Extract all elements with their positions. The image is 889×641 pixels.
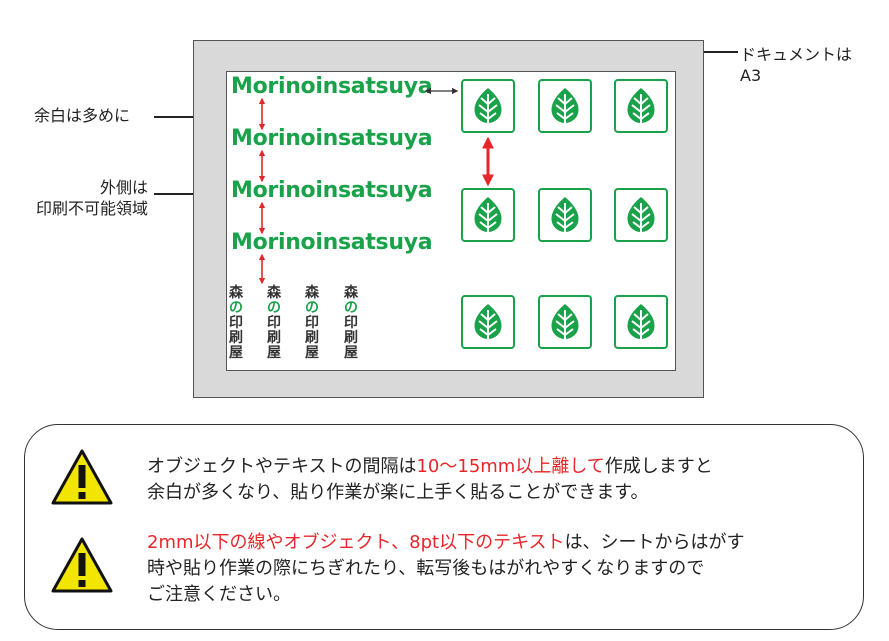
outer-area-leader-line (154, 193, 206, 195)
vertical-label-3: 森の印刷屋 (305, 285, 319, 361)
leaf-tile (614, 79, 668, 133)
wordmark-1: Morinoinsatsuya (231, 74, 433, 99)
leaf-tile (538, 188, 592, 242)
warning-icon (51, 537, 113, 593)
printable-area (226, 71, 676, 371)
notice-2: 2mm以下の線やオブジェクト、8pt以下のテキストは、シートからはがす 時や貼り… (147, 530, 745, 608)
vertical-label-2: 森の印刷屋 (267, 285, 281, 361)
leaf-icon (474, 88, 502, 124)
notice-box (24, 424, 864, 630)
margin-label: 余白は多めに (34, 106, 131, 125)
notice-1-line-1: オブジェクトやテキストの間隔は10〜15mm以上離して作成しますと (147, 456, 713, 477)
document-leader-line (702, 51, 738, 53)
leaf-tile (538, 79, 592, 133)
leaf-tile (461, 295, 515, 349)
document-size-label: ドキュメントは A3 (740, 45, 853, 85)
notice-1-line-2: 余白が多くなり、貼り作業が楽に上手く貼ることができます。 (147, 482, 649, 503)
notice-2-line-2: 時や貼り作業の際にちぎれたり、転写後もはがれやすくなりますので (147, 558, 705, 579)
leaf-tile (614, 188, 668, 242)
leaf-icon (627, 88, 655, 124)
leaf-tile (461, 79, 515, 133)
notice-2-line-3: ご注意ください。 (147, 584, 291, 605)
warning-icon (51, 449, 113, 505)
leaf-tile (461, 188, 515, 242)
notice-2-line-1: 2mm以下の線やオブジェクト、8pt以下のテキストは、シートからはがす (147, 532, 745, 553)
leaf-icon (551, 88, 579, 124)
spacing-arrows (258, 87, 494, 285)
leaf-icon (551, 304, 579, 340)
leaf-icon (551, 197, 579, 233)
outer-area-label: 外側は 印刷不可能領域 (35, 178, 148, 218)
leaf-tile (538, 295, 592, 349)
vertical-label-1: 森の印刷屋 (229, 285, 243, 361)
leaf-icon (474, 197, 502, 233)
leaf-icon (474, 304, 502, 340)
notice-1: オブジェクトやテキストの間隔は10〜15mm以上離して作成しますと 余白が多くな… (147, 454, 713, 506)
margin-leader-line (154, 116, 226, 118)
vertical-label-4: 森の印刷屋 (344, 285, 358, 361)
leaf-icon (627, 197, 655, 233)
leaf-tile (614, 295, 668, 349)
leaf-icon (627, 304, 655, 340)
